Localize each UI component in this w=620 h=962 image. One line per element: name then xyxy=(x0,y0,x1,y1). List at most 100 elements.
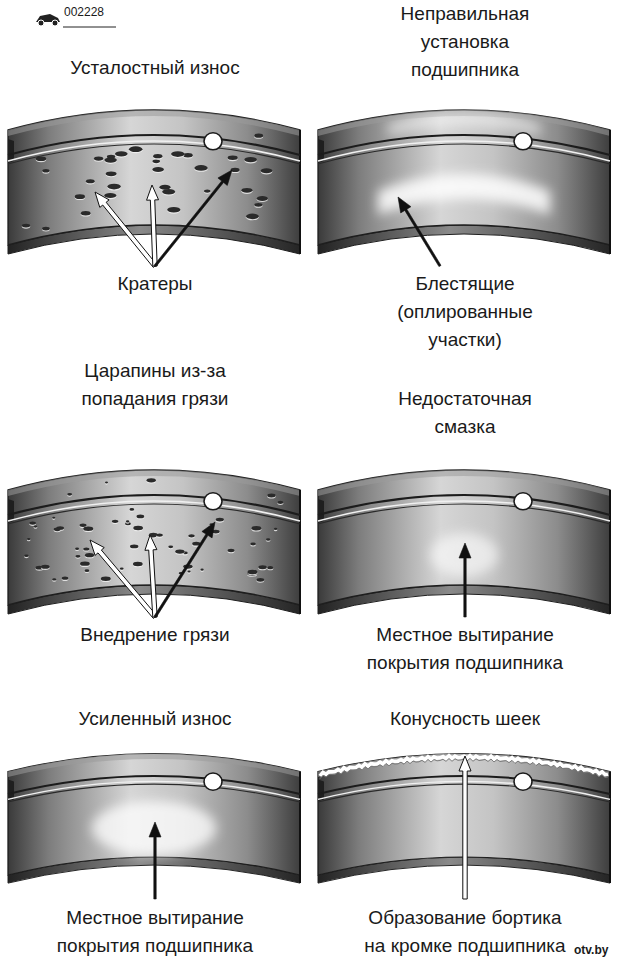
defect-label: Кратеры xyxy=(55,270,255,298)
shell-edge xyxy=(8,754,300,777)
defect-label: Местное вытирание покрытия подшипника xyxy=(48,904,263,960)
crater xyxy=(129,146,142,153)
defect-label: Недостаточная смазка xyxy=(385,385,545,441)
shell-edge xyxy=(8,470,300,496)
defect-label: Усталостный износ xyxy=(10,54,300,82)
dirt-particle xyxy=(274,528,278,531)
crater xyxy=(244,157,257,163)
shell-end xyxy=(299,772,301,884)
code-number: 002228 xyxy=(64,4,134,20)
oil-hole xyxy=(514,493,532,510)
dirt-particle xyxy=(120,567,124,570)
crater xyxy=(254,134,263,139)
leader-arrow xyxy=(398,197,441,267)
dirt-particle xyxy=(277,501,283,505)
oil-hole xyxy=(204,133,222,150)
dirt-particle xyxy=(24,554,29,558)
crater xyxy=(194,165,207,172)
crater xyxy=(228,156,238,162)
dirt-particle xyxy=(62,576,69,580)
leader-arrow xyxy=(149,822,161,899)
oil-groove xyxy=(8,135,300,155)
dirt-particle xyxy=(188,534,194,538)
dirt-particle xyxy=(27,538,31,541)
oil-groove xyxy=(318,504,610,524)
defect-label: Конусность шеек xyxy=(340,705,590,733)
crater xyxy=(81,211,91,216)
crater xyxy=(183,153,193,158)
dirt-particle xyxy=(125,522,131,526)
dirt-particle xyxy=(168,545,173,549)
crater xyxy=(167,207,180,214)
oil-hole xyxy=(204,493,222,510)
shell-end xyxy=(609,772,611,884)
crater xyxy=(22,224,30,229)
oil-groove xyxy=(8,504,300,524)
crater xyxy=(257,196,268,202)
leader-arrow xyxy=(154,170,232,267)
dirt-particle xyxy=(250,543,255,547)
dirt-particle xyxy=(126,520,129,523)
shell-end xyxy=(609,490,611,614)
shell-edge xyxy=(318,110,610,136)
dirt-particle xyxy=(266,538,270,542)
oil-hole xyxy=(514,133,532,150)
dirt-particle xyxy=(247,570,257,576)
shell-edge xyxy=(8,110,300,136)
leader-arrow xyxy=(459,543,471,617)
shell-edge xyxy=(318,470,610,496)
dirt-particle xyxy=(85,569,90,573)
crater xyxy=(152,159,160,164)
dirt-particle xyxy=(130,544,138,549)
dirt-particle xyxy=(34,525,38,528)
leader-arrow xyxy=(145,535,157,617)
dirt-particle xyxy=(147,478,156,483)
oil-groove xyxy=(8,776,300,794)
crater xyxy=(107,184,120,191)
leader-arrow xyxy=(154,522,215,618)
polished-area xyxy=(388,114,540,135)
dirt-particle xyxy=(216,518,224,523)
dirt-particle xyxy=(256,578,264,583)
dirt-particle xyxy=(200,569,203,572)
leader-arrow xyxy=(90,540,157,618)
oil-groove xyxy=(8,144,300,164)
dirt-particle xyxy=(52,517,55,520)
crater xyxy=(162,189,175,196)
crater xyxy=(115,151,128,158)
dirt-particle xyxy=(258,565,266,570)
dirt-particle xyxy=(67,493,72,497)
dirt-particle xyxy=(130,508,135,512)
crater xyxy=(42,169,49,174)
oil-hole xyxy=(514,773,532,790)
dirt-particle xyxy=(83,547,89,551)
crater xyxy=(42,227,50,232)
dirt-particle xyxy=(137,515,145,520)
crater xyxy=(104,157,116,163)
dirt-particle xyxy=(29,521,36,525)
oil-hole xyxy=(204,773,222,790)
bearing-shell xyxy=(318,110,610,254)
oil-groove xyxy=(318,144,610,164)
dirt-particle xyxy=(85,553,94,558)
dirt-particle xyxy=(75,548,79,551)
shell-end xyxy=(609,130,611,254)
dirt-particle xyxy=(187,570,190,573)
shell-end xyxy=(299,490,301,614)
crater xyxy=(246,214,259,221)
dirt-particle xyxy=(105,481,108,484)
dirt-particle xyxy=(101,577,111,583)
crater xyxy=(106,171,117,177)
leader-arrow xyxy=(459,756,471,899)
dirt-particle xyxy=(228,549,235,554)
oil-groove xyxy=(318,495,610,515)
oil-groove xyxy=(8,784,300,802)
shell-end xyxy=(299,130,301,254)
dirt-particle xyxy=(54,528,61,533)
leader-arrow xyxy=(95,192,157,267)
defect-label: Усиленный износ xyxy=(30,705,280,733)
watermark: otv.by xyxy=(574,942,616,958)
dirt-particle xyxy=(175,549,184,554)
defect-label: Царапины из-за попадания грязи xyxy=(73,357,238,413)
